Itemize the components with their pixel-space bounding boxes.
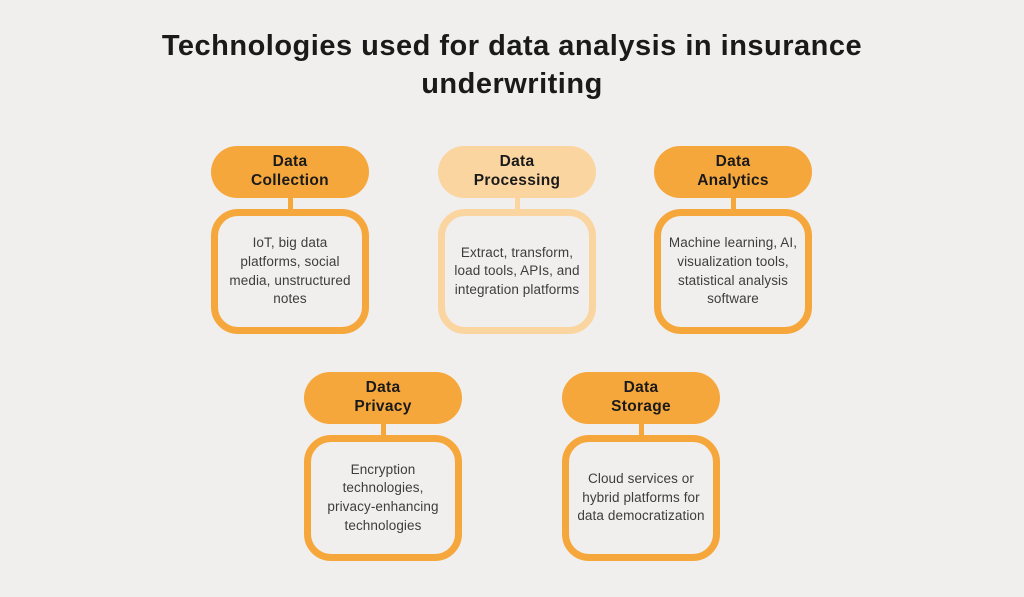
- card-header-pill: Data Analytics: [654, 146, 812, 198]
- card-data-analytics: Data Analytics Machine learning, AI, vis…: [654, 146, 812, 334]
- card-data-collection: Data Collection IoT, big data platforms,…: [211, 146, 369, 334]
- card-header-label: Data Collection: [251, 153, 329, 189]
- connector-line: [638, 424, 644, 435]
- card-data-processing: Data Processing Extract, transform, load…: [438, 146, 596, 334]
- card-header-pill: Data Collection: [211, 146, 369, 198]
- connector-line: [380, 424, 386, 435]
- connector-line: [514, 198, 520, 209]
- card-body-box: Cloud services or hybrid platforms for d…: [562, 435, 720, 561]
- card-body-text: Encryption technologies, privacy-enhanci…: [327, 461, 439, 533]
- card-data-privacy: Data Privacy Encryption technologies, pr…: [304, 372, 462, 561]
- card-body-text: Cloud services or hybrid platforms for d…: [577, 471, 705, 524]
- card-body-text: Machine learning, AI, visualization tool…: [668, 235, 798, 307]
- page-title: Technologies used for data analysis in i…: [161, 30, 863, 101]
- card-header-label: Data Analytics: [697, 153, 769, 189]
- connector-line: [287, 198, 293, 209]
- card-data-storage: Data Storage Cloud services or hybrid pl…: [562, 372, 720, 561]
- card-body-text: Extract, transform, load tools, APIs, an…: [454, 244, 580, 297]
- card-header-label: Data Processing: [473, 153, 561, 189]
- card-header-label: Data Storage: [611, 379, 671, 415]
- card-body-box: Machine learning, AI, visualization tool…: [654, 209, 812, 334]
- card-body-text: IoT, big data platforms, social media, u…: [229, 235, 351, 307]
- card-body-box: Encryption technologies, privacy-enhanci…: [304, 435, 462, 561]
- card-body-box: IoT, big data platforms, social media, u…: [211, 209, 369, 334]
- card-header-label: Data Privacy: [354, 379, 412, 415]
- connector-line: [730, 198, 736, 209]
- card-header-pill: Data Processing: [438, 146, 596, 198]
- card-header-pill: Data Privacy: [304, 372, 462, 424]
- card-header-pill: Data Storage: [562, 372, 720, 424]
- card-body-box: Extract, transform, load tools, APIs, an…: [438, 209, 596, 334]
